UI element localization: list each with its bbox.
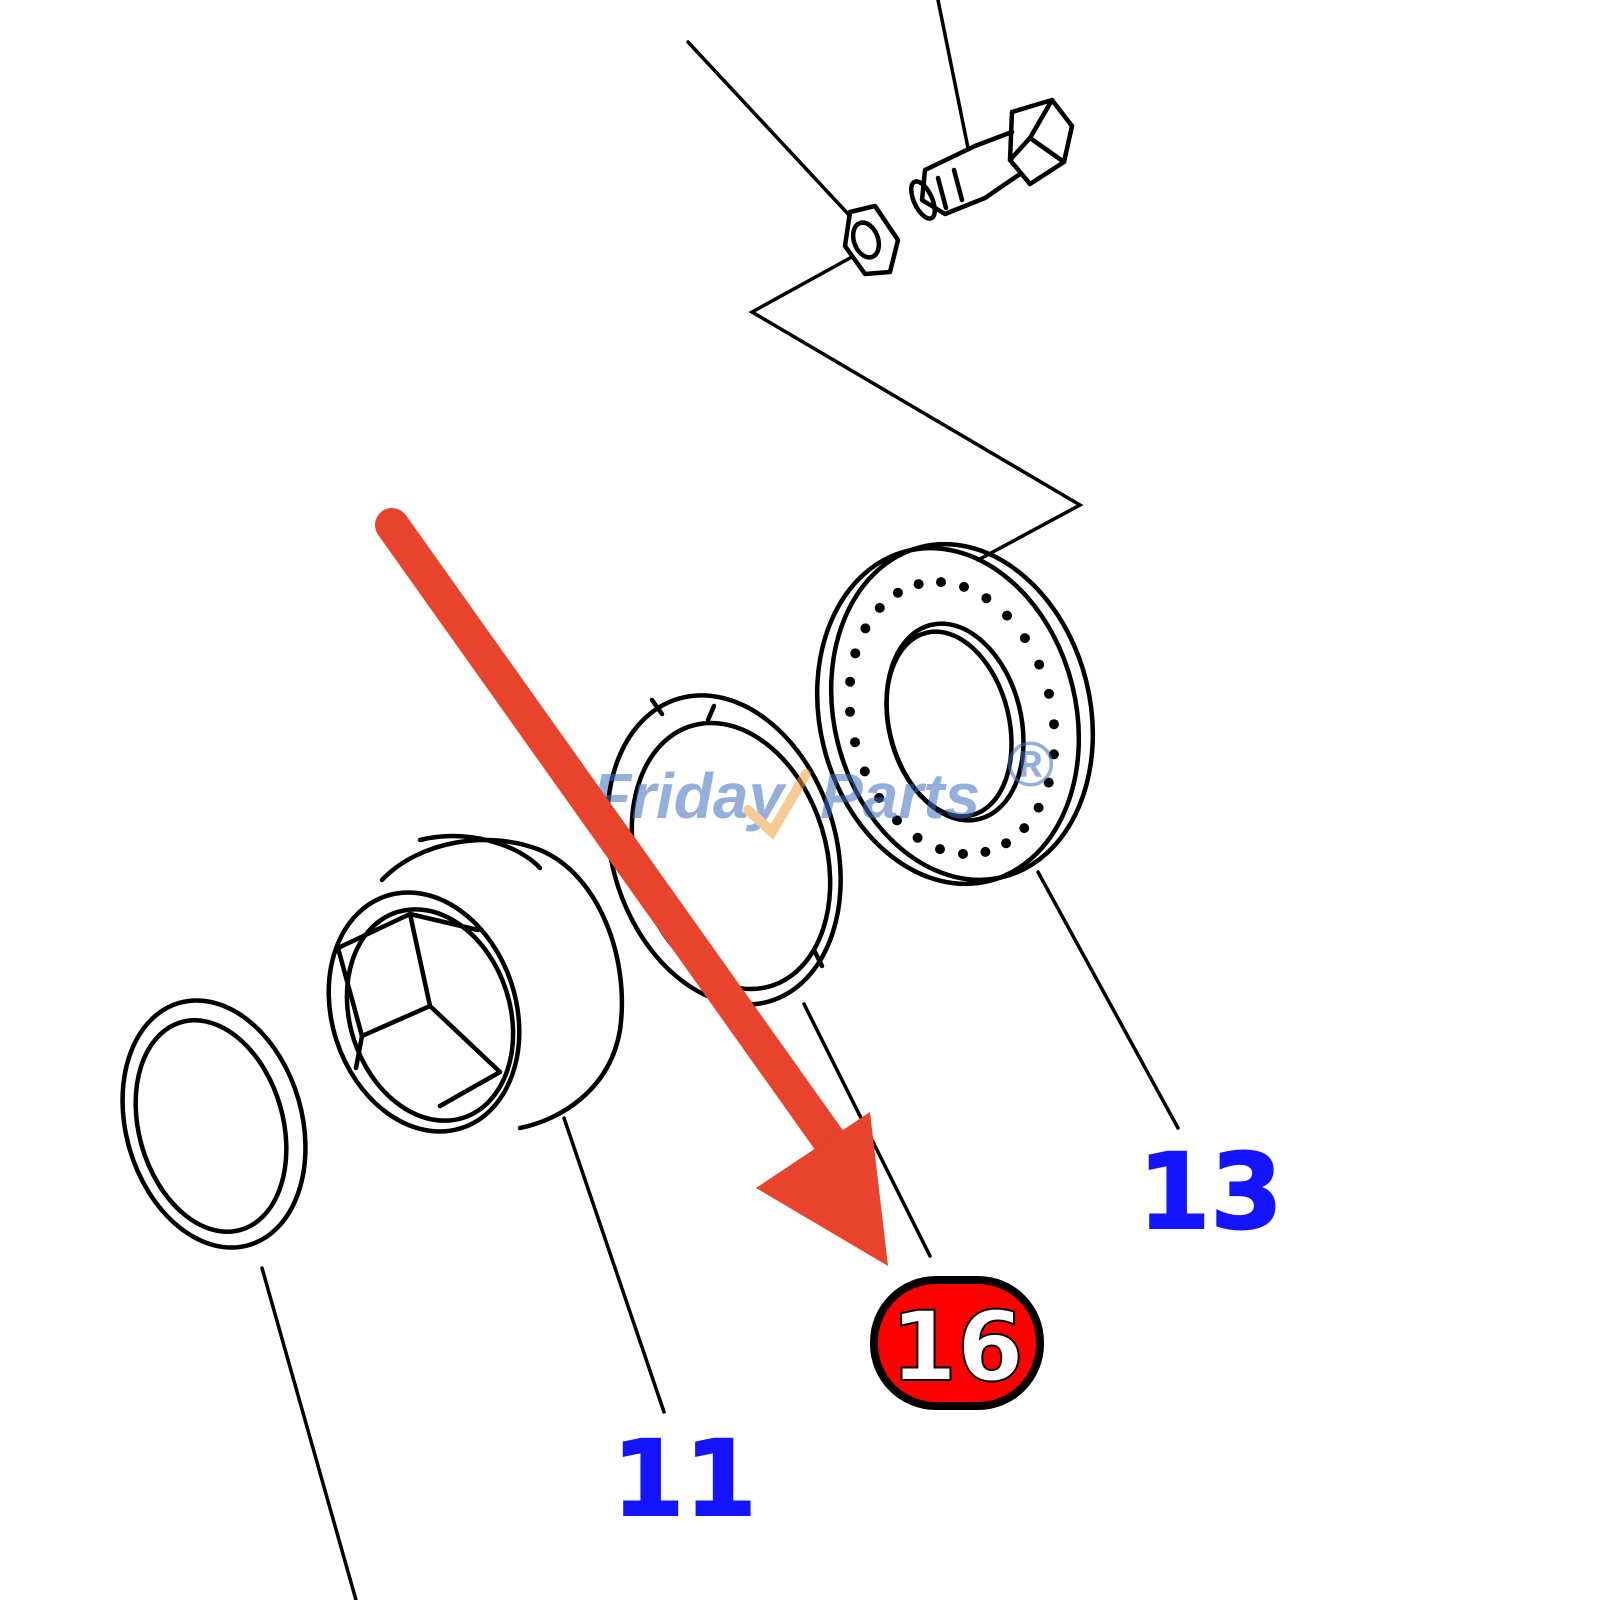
leader-line-washer — [686, 40, 852, 218]
bearing-dot — [958, 848, 968, 859]
leader-line-13 — [1036, 870, 1180, 1130]
bolt-part — [909, 97, 1075, 221]
leader-line-11 — [562, 1116, 666, 1414]
bearing-dot — [860, 623, 871, 634]
bearing-part-13 — [814, 541, 1096, 887]
bearing-dot — [1034, 659, 1045, 670]
watermark-check-icon — [743, 769, 811, 840]
washer-small-part — [842, 203, 901, 277]
callout-16: 16 — [890, 1291, 1024, 1403]
bearing-dot — [1043, 777, 1054, 788]
bearing-dot — [892, 587, 903, 598]
bearing-dot — [1049, 719, 1059, 730]
ring-part-left — [120, 998, 308, 1250]
bearing-dot — [912, 832, 923, 843]
highlight-arrow-icon — [375, 508, 888, 1266]
leader-line-left — [260, 1266, 358, 1600]
bearing-dot — [913, 579, 924, 590]
watermark-brand-right: Parts — [820, 760, 980, 832]
bearing-dot — [874, 792, 885, 803]
watermark-registered-mark: ® — [1006, 728, 1054, 800]
bearing-dot — [850, 737, 860, 748]
bearing-dot — [845, 676, 856, 687]
bearing-dot — [1044, 688, 1054, 699]
bearing-dot — [1019, 633, 1030, 644]
callout-13: 13 — [1138, 1131, 1283, 1253]
bearing-dot — [1001, 838, 1012, 849]
callout-16-badge: 16 — [870, 1276, 1044, 1410]
bearing-dot — [1019, 823, 1030, 834]
bushing-part-11 — [326, 833, 625, 1134]
bearing-dot — [981, 593, 992, 604]
callout-11: 11 — [612, 1418, 757, 1540]
bearing-dot — [935, 844, 945, 855]
bearing-dot — [859, 766, 870, 777]
bearing-dot-ring — [845, 577, 1059, 859]
bearing-dot — [1002, 610, 1012, 621]
bearing-dot — [850, 648, 861, 659]
bearing-dot — [959, 581, 969, 592]
bearing-dot — [845, 706, 855, 717]
bearing-dot — [980, 846, 991, 857]
bearing-dot — [1048, 749, 1059, 760]
leader-line-bolt — [936, 0, 970, 150]
leader-line-bracket — [748, 256, 1084, 562]
bearing-dot — [936, 577, 946, 588]
bearing-dot — [892, 815, 902, 826]
bearing-dot — [1033, 802, 1044, 813]
bearing-dot — [874, 602, 885, 613]
